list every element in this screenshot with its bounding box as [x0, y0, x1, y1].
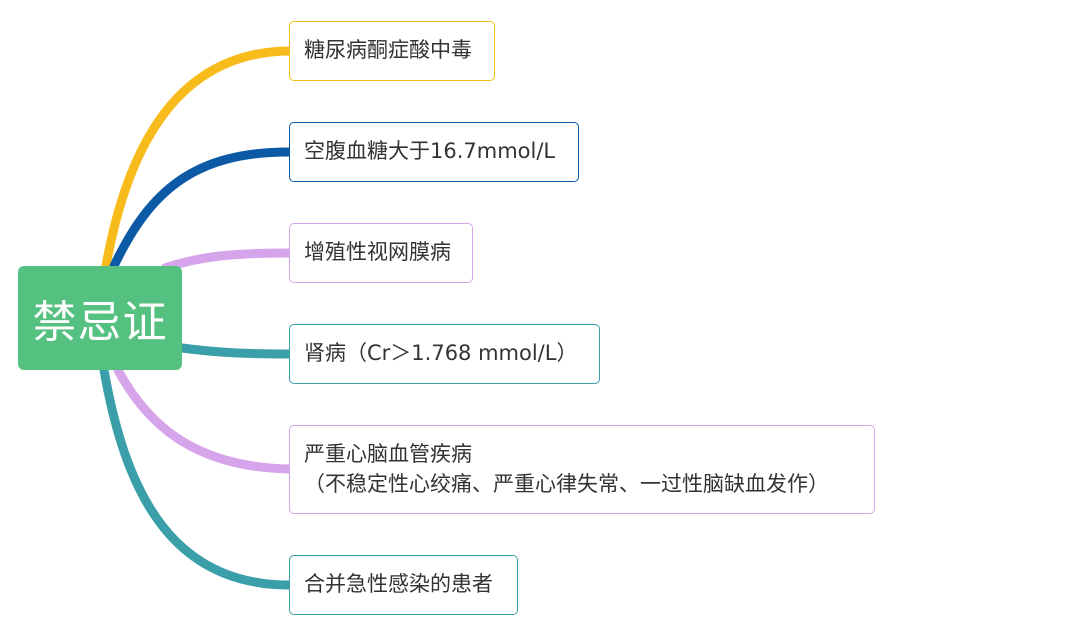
- branch-node-label: 糖尿病酮症酸中毒: [304, 38, 472, 63]
- branch-node-nephropathy[interactable]: 肾病（Cr＞1.768 mmol/L）: [289, 324, 600, 384]
- branch-node-label: 合并急性感染的患者: [304, 572, 493, 597]
- connector-1: [109, 147, 294, 271]
- root-node-label: 禁忌证: [32, 297, 168, 348]
- connector-4: [113, 365, 294, 474]
- connector-2: [160, 248, 294, 273]
- branch-node-diabetic-ketoacidosis[interactable]: 糖尿病酮症酸中毒: [289, 21, 495, 81]
- branch-node-sublabel: （不稳定性心绞痛、严重心律失常、一过性脑缺血发作）: [304, 471, 829, 496]
- branch-node-proliferative-retinopathy[interactable]: 增殖性视网膜病: [289, 223, 473, 283]
- branch-node-label: 空腹血糖大于16.7mmol/L: [304, 139, 556, 164]
- root-node[interactable]: 禁忌证: [18, 266, 182, 370]
- branch-node-label: 肾病（Cr＞1.768 mmol/L）: [304, 341, 578, 366]
- branch-node-fasting-glucose[interactable]: 空腹血糖大于16.7mmol/L: [289, 122, 579, 182]
- connector-0: [101, 46, 294, 271]
- connector-5: [99, 365, 294, 590]
- branch-node-label: 增殖性视网膜病: [304, 240, 451, 265]
- branch-node-cardiovascular-disease[interactable]: 严重心脑血管疾病 （不稳定性心绞痛、严重心律失常、一过性脑缺血发作）: [289, 425, 875, 514]
- branch-node-label: 严重心脑血管疾病: [304, 442, 472, 467]
- connector-3: [177, 343, 294, 359]
- branch-node-acute-infection[interactable]: 合并急性感染的患者: [289, 555, 518, 615]
